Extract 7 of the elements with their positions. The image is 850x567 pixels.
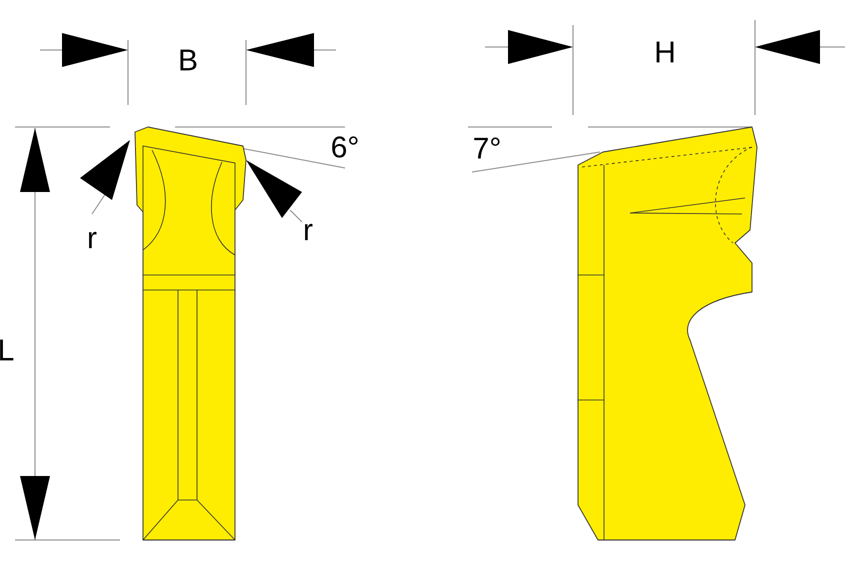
dimension-label: H [656, 42, 674, 62]
dimension-label: 6° [332, 136, 358, 158]
dimension-label: 7° [474, 138, 500, 158]
dimension-label: r [89, 232, 96, 248]
dimension-label: L [0, 340, 14, 360]
dimension-label: B [180, 50, 196, 70]
dimension-label: r [305, 224, 312, 240]
